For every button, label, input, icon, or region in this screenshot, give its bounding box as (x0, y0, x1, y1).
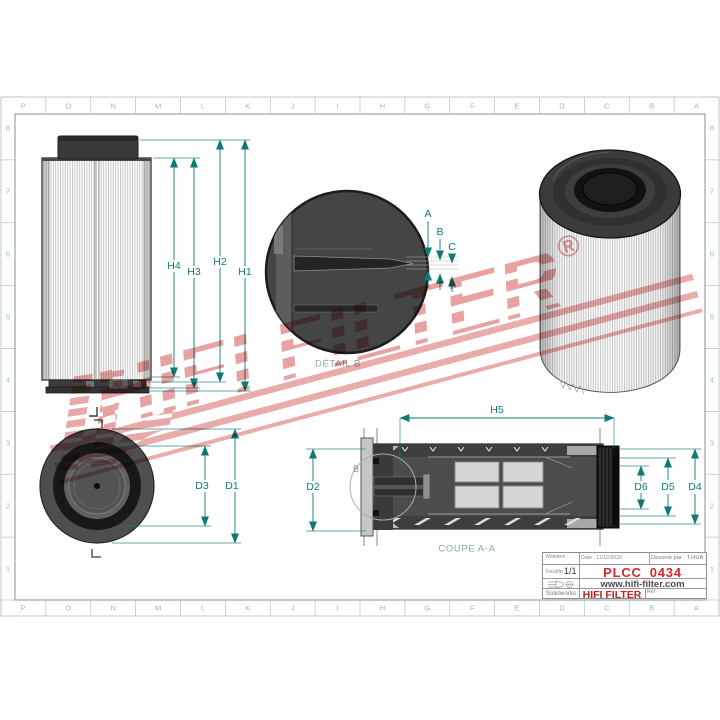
grid-number-left: 4 (5, 375, 11, 385)
side-view-dimension-lines (170, 139, 249, 392)
grid-letter-top: F (469, 101, 475, 110)
grid-number-right: 2 (709, 501, 715, 511)
software-label: Solidworks (545, 590, 577, 597)
grid-number-right: 8 (709, 123, 715, 133)
grid-letter-bottom: D (559, 603, 565, 613)
grid-number-right: 4 (709, 375, 715, 385)
dim-label-h4: H4 (166, 260, 182, 272)
grid-letter-top: I (336, 101, 339, 110)
section-caption: COUPE A-A (438, 543, 496, 555)
sheet-label: Feuille : (546, 568, 567, 575)
grid-letter-bottom: N (110, 603, 116, 613)
dim-label-d6: D6 (633, 481, 649, 493)
material-label: Matière : (546, 554, 569, 560)
grid-number-right: 7 (709, 186, 715, 196)
grid-number-right: 1 (709, 564, 715, 574)
drawn-by-label: Dessiné par : T.HUA (651, 555, 704, 561)
dim-label-d1: D1 (224, 480, 240, 492)
side-view (41, 135, 152, 417)
grid-number-left: 3 (5, 438, 11, 448)
grid-letter-top: D (559, 101, 565, 110)
grid-letter-bottom: A (694, 603, 700, 613)
dim-label-d4: D4 (687, 481, 703, 493)
grid-number-left: 6 (5, 249, 11, 259)
grid-letter-bottom: E (514, 603, 520, 613)
dim-label-d2: D2 (305, 481, 321, 493)
detail-caption: DÉTAIL B (315, 358, 361, 370)
grid-letter-top: L (200, 101, 206, 110)
grid-letter-bottom: O (65, 603, 72, 613)
grid-number-left: 5 (5, 312, 11, 322)
grid-letter-top: C (604, 101, 610, 110)
ref-label: Réf : (647, 589, 658, 595)
part-number: PLCC_0434 (603, 565, 682, 580)
grid-letter-top: P (20, 101, 26, 110)
grid-letter-top: M (154, 101, 162, 110)
grid-letter-top: H (379, 101, 386, 110)
section-cut-mark (94, 419, 103, 428)
grid-letter-bottom: G (424, 603, 431, 613)
grid-letter-top: G (424, 101, 431, 110)
grid-letter-bottom: M (154, 603, 162, 613)
grid-letter-bottom: C (604, 603, 610, 613)
grid-letter-top: J (290, 101, 295, 110)
sheet-frame (0, 96, 720, 617)
grid-letter-bottom: F (469, 603, 475, 613)
grid-letter-top: O (65, 101, 72, 110)
dim-label-h2: H2 (212, 256, 228, 268)
grid-letter-bottom: J (290, 603, 295, 613)
grid-letter-bottom: I (336, 603, 339, 613)
dim-label-c: C (447, 241, 457, 253)
grid-letter-top: E (514, 101, 520, 110)
dim-label-d3: D3 (194, 480, 210, 492)
dim-label-a: A (423, 208, 433, 220)
brand-label: HIFI FILTER (582, 588, 642, 601)
dim-label-h5: H5 (489, 404, 505, 416)
grid-letter-top: A (694, 101, 700, 110)
grid-number-right: 3 (709, 438, 715, 448)
isometric-view (538, 149, 682, 395)
grid-number-left: 8 (5, 123, 11, 133)
grid-letter-top: K (245, 101, 251, 110)
section-callout-label: B (352, 464, 360, 474)
grid-number-right: 5 (709, 312, 715, 322)
grid-number-left: 7 (5, 186, 11, 196)
dim-label-h1: H1 (237, 266, 253, 278)
grid-letter-bottom: K (245, 603, 251, 613)
section-cut-mark (91, 549, 101, 558)
bottom-view (39, 419, 155, 558)
grid-letter-top: B (649, 101, 655, 110)
projection-symbol-icon (548, 580, 574, 588)
grid-letter-top: N (110, 101, 116, 110)
grid-letter-bottom: B (649, 603, 655, 613)
date-label: Date : 11/12/2020 (581, 554, 622, 561)
title-block: Matière : Date : 11/12/2020 Dessiné par … (542, 552, 707, 601)
website-text: www.hifi-filter.com (600, 578, 685, 590)
dim-label-b: B (435, 226, 445, 238)
section-cut-mark (89, 407, 98, 417)
grid-number-right: 6 (709, 249, 715, 259)
dim-label-h3: H3 (186, 266, 202, 278)
grid-letter-bottom: L (200, 603, 206, 613)
grid-letter-bottom: H (379, 603, 386, 613)
dim-label-d5: D5 (660, 481, 676, 493)
grid-number-left: 1 (5, 564, 11, 574)
grid-number-left: 2 (5, 501, 11, 511)
section-view (349, 428, 620, 546)
sheet-value: 1/1 (564, 566, 577, 576)
grid-letter-bottom: P (20, 603, 26, 613)
